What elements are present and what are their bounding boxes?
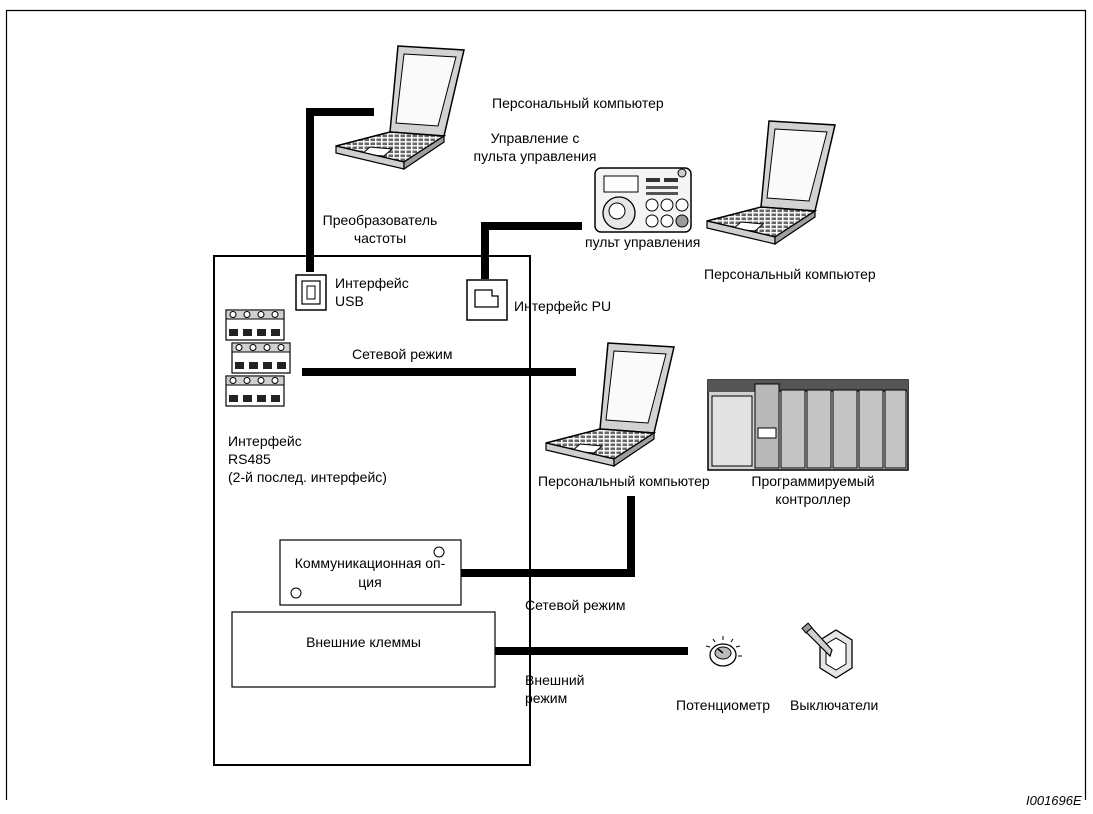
comm-option-box — [279, 539, 462, 606]
plc-icon — [707, 379, 909, 471]
label-external-terminals: Внешние клеммы — [306, 634, 421, 650]
label-plc-line2: контроллер — [775, 491, 851, 507]
label-switches: Выключатели — [790, 697, 879, 713]
label-comm-option-line1: Коммуникационная оп- — [294, 555, 446, 571]
label-pu-interface: Интерфейс PU — [514, 298, 612, 314]
label-inverter-line2: частоты — [353, 230, 407, 246]
laptop-icon-top — [335, 45, 465, 170]
label-rs485-line1: Интерфейс — [228, 433, 302, 449]
label-network-mode-bottom: Сетевой режим — [525, 597, 626, 613]
switch-icon — [801, 622, 853, 679]
label-usb-line2: USB — [335, 293, 364, 309]
external-terminals-box — [231, 611, 496, 688]
label-pu-control-line2: пульта управления — [473, 148, 597, 164]
operation-panel-icon — [594, 167, 692, 233]
label-rs485-line3: (2-й послед. интерфейс) — [228, 469, 387, 485]
label-rs485-line2: RS485 — [228, 451, 271, 467]
connection-lines — [302, 108, 688, 655]
label-plc-line1: Программируемый — [751, 473, 875, 489]
terminal-block-icon — [225, 309, 291, 407]
laptop-icon-right — [706, 120, 836, 245]
label-pc-mid: Персональный компьютер — [538, 473, 710, 489]
label-potentiometer: Потенциометр — [676, 697, 771, 713]
label-pu-control-line1: Управление с — [490, 130, 580, 146]
comm-option-cable — [461, 496, 635, 577]
laptop-icon-mid — [545, 342, 675, 467]
pu-cable — [481, 222, 582, 279]
label-external-mode-line1: Внешний — [525, 672, 585, 688]
label-network-mode-top: Сетевой режим — [352, 346, 453, 362]
label-inverter-line1: Преобразователь — [322, 212, 438, 228]
label-comm-option-line2: ция — [358, 574, 382, 590]
inverter-box — [213, 255, 531, 766]
label-external-mode-line2: режим — [525, 690, 568, 706]
label-pc-right: Персональный компьютер — [704, 266, 876, 282]
label-operation-panel: пульт управления — [585, 234, 701, 250]
usb-port-icon — [295, 274, 327, 311]
label-pc-top: Персональный компьютер — [492, 95, 664, 111]
pu-port-icon — [466, 279, 508, 321]
label-usb-line1: Интерфейс — [335, 275, 409, 291]
usb-cable — [306, 108, 374, 272]
potentiometer-icon — [705, 636, 742, 667]
figure-reference: I001696E — [1026, 793, 1082, 808]
